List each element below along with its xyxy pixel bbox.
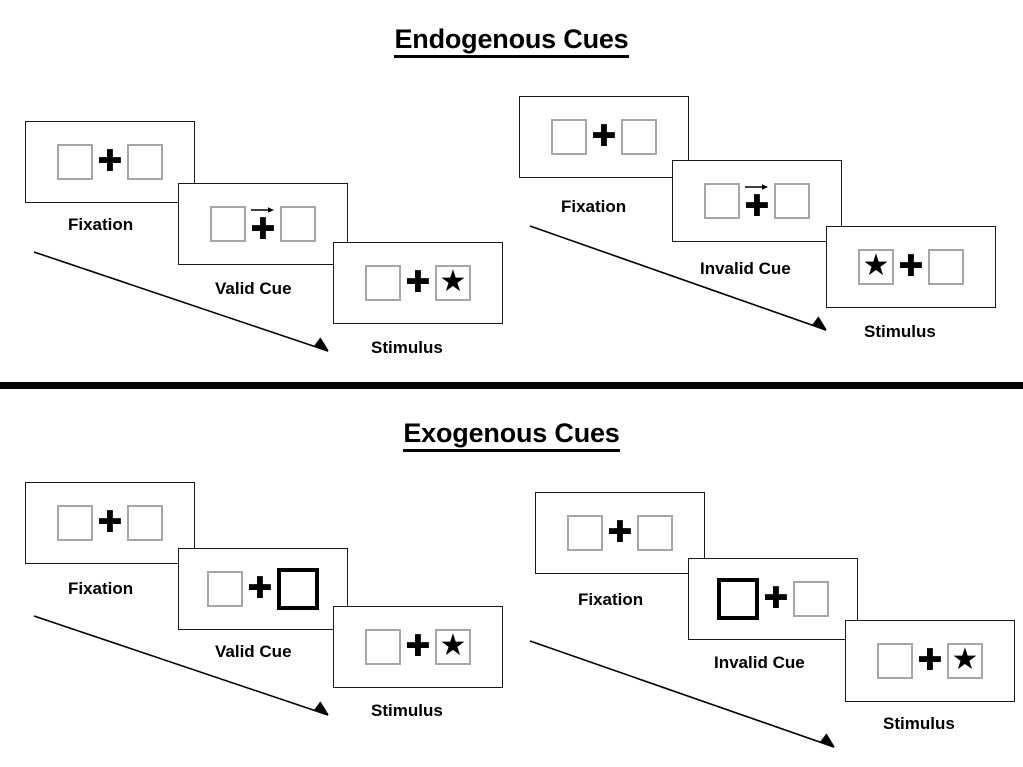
fixation-cross-glyph: ✚ xyxy=(405,265,431,300)
stimulus-box-right xyxy=(928,249,964,285)
fixation-cross: ✚ xyxy=(401,263,435,303)
arrow-right-icon xyxy=(745,184,768,190)
caption-endogenous-invalid-stimulus: Stimulus xyxy=(864,322,936,341)
stimulus-box-right xyxy=(774,183,810,219)
fixation-cross: ✚ xyxy=(93,142,127,182)
star-icon: ★ xyxy=(439,265,467,298)
panel-endogenous-valid-stimulus[interactable]: ✚ ★ xyxy=(333,242,503,324)
fixation-cross: ✚ xyxy=(401,627,435,667)
section-title-endogenous: Endogenous Cues xyxy=(0,24,1023,58)
stimulus-box-right-cued xyxy=(277,568,319,610)
stimulus-box-right: ★ xyxy=(435,629,471,665)
stimulus-box-right: ★ xyxy=(435,265,471,301)
stimulus-box-left xyxy=(365,629,401,665)
fixation-cross-glyph: ✚ xyxy=(97,144,123,179)
caption-exogenous-valid-fixation: Fixation xyxy=(68,579,134,598)
panel-exogenous-invalid-stimulus[interactable]: ✚ ★ xyxy=(845,620,1015,702)
arrow-right-icon xyxy=(251,207,274,213)
section-title-endogenous-text: Endogenous Cues xyxy=(394,24,629,58)
fixation-cross-glyph: ✚ xyxy=(97,505,123,540)
stimulus-box-left xyxy=(207,571,243,607)
caption-endogenous-invalid-fixation: Fixation xyxy=(561,197,627,216)
stimulus-box-right xyxy=(127,505,163,541)
fixation-cross-glyph: ✚ xyxy=(405,629,431,664)
stimulus-box-left xyxy=(567,515,603,551)
stimulus-box-right xyxy=(280,206,316,242)
caption-exogenous-invalid-cue: Invalid Cue xyxy=(714,653,805,672)
fixation-cross: ✚ xyxy=(913,641,947,681)
caption-exogenous-valid-stimulus: Stimulus xyxy=(371,701,443,720)
stimulus-box-left xyxy=(704,183,740,219)
panel-exogenous-valid-stimulus[interactable]: ✚ ★ xyxy=(333,606,503,688)
panel-exogenous-invalid-cue[interactable]: ✚ xyxy=(688,558,858,640)
fixation-cross-glyph: ✚ xyxy=(250,211,276,247)
fixation-cross-glyph: ✚ xyxy=(591,119,617,154)
star-icon: ★ xyxy=(439,629,467,662)
panel-exogenous-valid-cue[interactable]: ✚ xyxy=(178,548,348,630)
stimulus-box-left: ★ xyxy=(858,249,894,285)
stimulus-box-left xyxy=(877,643,913,679)
panel-endogenous-invalid-cue[interactable]: ✚ xyxy=(672,160,842,242)
fixation-cross-glyph: ✚ xyxy=(898,249,924,284)
fixation-cross: ✚ xyxy=(759,579,793,619)
stimulus-box-left xyxy=(365,265,401,301)
star-icon: ★ xyxy=(951,643,979,676)
stimulus-box-left-cued xyxy=(717,578,759,620)
fixation-cross-glyph: ✚ xyxy=(744,188,770,224)
section-title-exogenous: Exogenous Cues xyxy=(0,418,1023,452)
section-divider xyxy=(0,382,1023,389)
caption-exogenous-invalid-fixation: Fixation xyxy=(578,590,644,609)
caption-exogenous-invalid-stimulus: Stimulus xyxy=(883,714,955,733)
stimulus-box-right xyxy=(621,119,657,155)
stimulus-box-right xyxy=(127,144,163,180)
section-title-exogenous-text: Exogenous Cues xyxy=(403,418,620,452)
stimulus-box-left xyxy=(551,119,587,155)
caption-endogenous-valid-cue: Valid Cue xyxy=(215,279,292,298)
stimulus-box-left xyxy=(57,144,93,180)
fixation-cross: ✚ xyxy=(740,181,774,221)
fixation-cross: ✚ xyxy=(587,117,621,157)
stimulus-box-left xyxy=(210,206,246,242)
fixation-cross: ✚ xyxy=(603,513,637,553)
fixation-cross: ✚ xyxy=(93,503,127,543)
panel-endogenous-valid-fixation[interactable]: ✚ xyxy=(25,121,195,203)
caption-exogenous-valid-cue: Valid Cue xyxy=(215,642,292,661)
caption-endogenous-valid-stimulus: Stimulus xyxy=(371,338,443,357)
panel-endogenous-invalid-stimulus[interactable]: ★ ✚ xyxy=(826,226,996,308)
stimulus-box-right xyxy=(793,581,829,617)
fixation-cross-glyph: ✚ xyxy=(917,643,943,678)
caption-endogenous-invalid-cue: Invalid Cue xyxy=(700,259,791,278)
stimulus-box-right xyxy=(637,515,673,551)
caption-endogenous-valid-fixation: Fixation xyxy=(68,215,134,234)
stimulus-box-right: ★ xyxy=(947,643,983,679)
fixation-cross-glyph: ✚ xyxy=(247,571,273,606)
panel-endogenous-invalid-fixation[interactable]: ✚ xyxy=(519,96,689,178)
fixation-cross: ✚ xyxy=(243,569,277,609)
fixation-cross-glyph: ✚ xyxy=(763,581,789,616)
panel-exogenous-invalid-fixation[interactable]: ✚ xyxy=(535,492,705,574)
star-icon: ★ xyxy=(862,249,890,282)
panel-endogenous-valid-cue[interactable]: ✚ xyxy=(178,183,348,265)
fixation-cross-glyph: ✚ xyxy=(607,515,633,550)
stimulus-box-left xyxy=(57,505,93,541)
fixation-cross: ✚ xyxy=(894,247,928,287)
fixation-cross: ✚ xyxy=(246,204,280,244)
panel-exogenous-valid-fixation[interactable]: ✚ xyxy=(25,482,195,564)
